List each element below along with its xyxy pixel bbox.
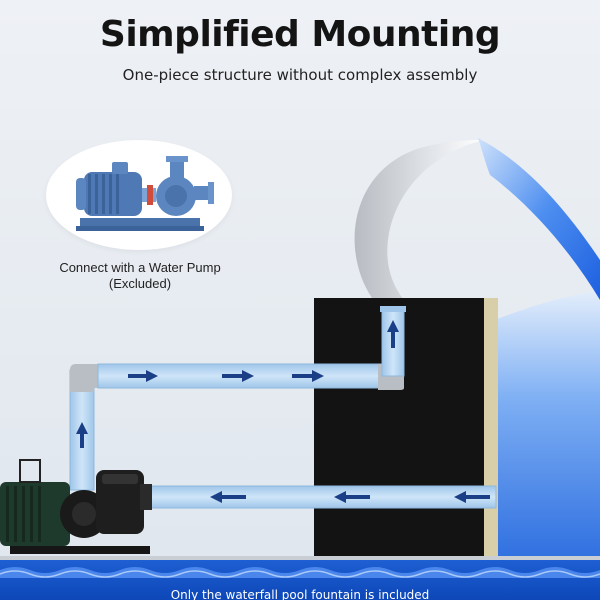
wave-decoration-icon: [0, 567, 600, 578]
arrow-up-riser: [76, 422, 88, 448]
pool-water: [470, 290, 600, 560]
footer-water-band: Only the waterfall pool fountain is incl…: [0, 560, 600, 600]
pool-pump-icon: [0, 459, 152, 554]
water-pump-icon: [76, 156, 214, 231]
pump-caption: Connect with a Water Pump (Excluded): [20, 260, 260, 292]
waterfall-curl: [354, 140, 484, 300]
arrow-right-2: [222, 370, 254, 382]
page-subtitle: One-piece structure without complex asse…: [122, 66, 478, 84]
arrow-left-1: [210, 491, 246, 503]
arrow-left-3: [454, 491, 490, 503]
pump-caption-line2: (Excluded): [108, 276, 172, 291]
wall-side: [484, 298, 498, 560]
page-title: Simplified Mounting: [99, 14, 501, 55]
footer-note: Only the waterfall pool fountain is incl…: [170, 588, 430, 600]
arrow-right-1: [128, 370, 158, 382]
flow-arrows: [76, 320, 490, 503]
pipe-elbow-left: [70, 364, 100, 392]
pipe-elbow-right: [378, 364, 404, 390]
waterfall-stream: [478, 138, 600, 300]
pump-caption-line1: Connect with a Water Pump: [59, 260, 221, 275]
arrow-up-wall: [387, 320, 399, 348]
pump-callout-bubble: [46, 140, 232, 250]
arrow-right-3: [292, 370, 324, 382]
return-pipe-horizontal: [139, 485, 497, 509]
arrow-left-2: [334, 491, 370, 503]
ground-line: [0, 556, 600, 562]
